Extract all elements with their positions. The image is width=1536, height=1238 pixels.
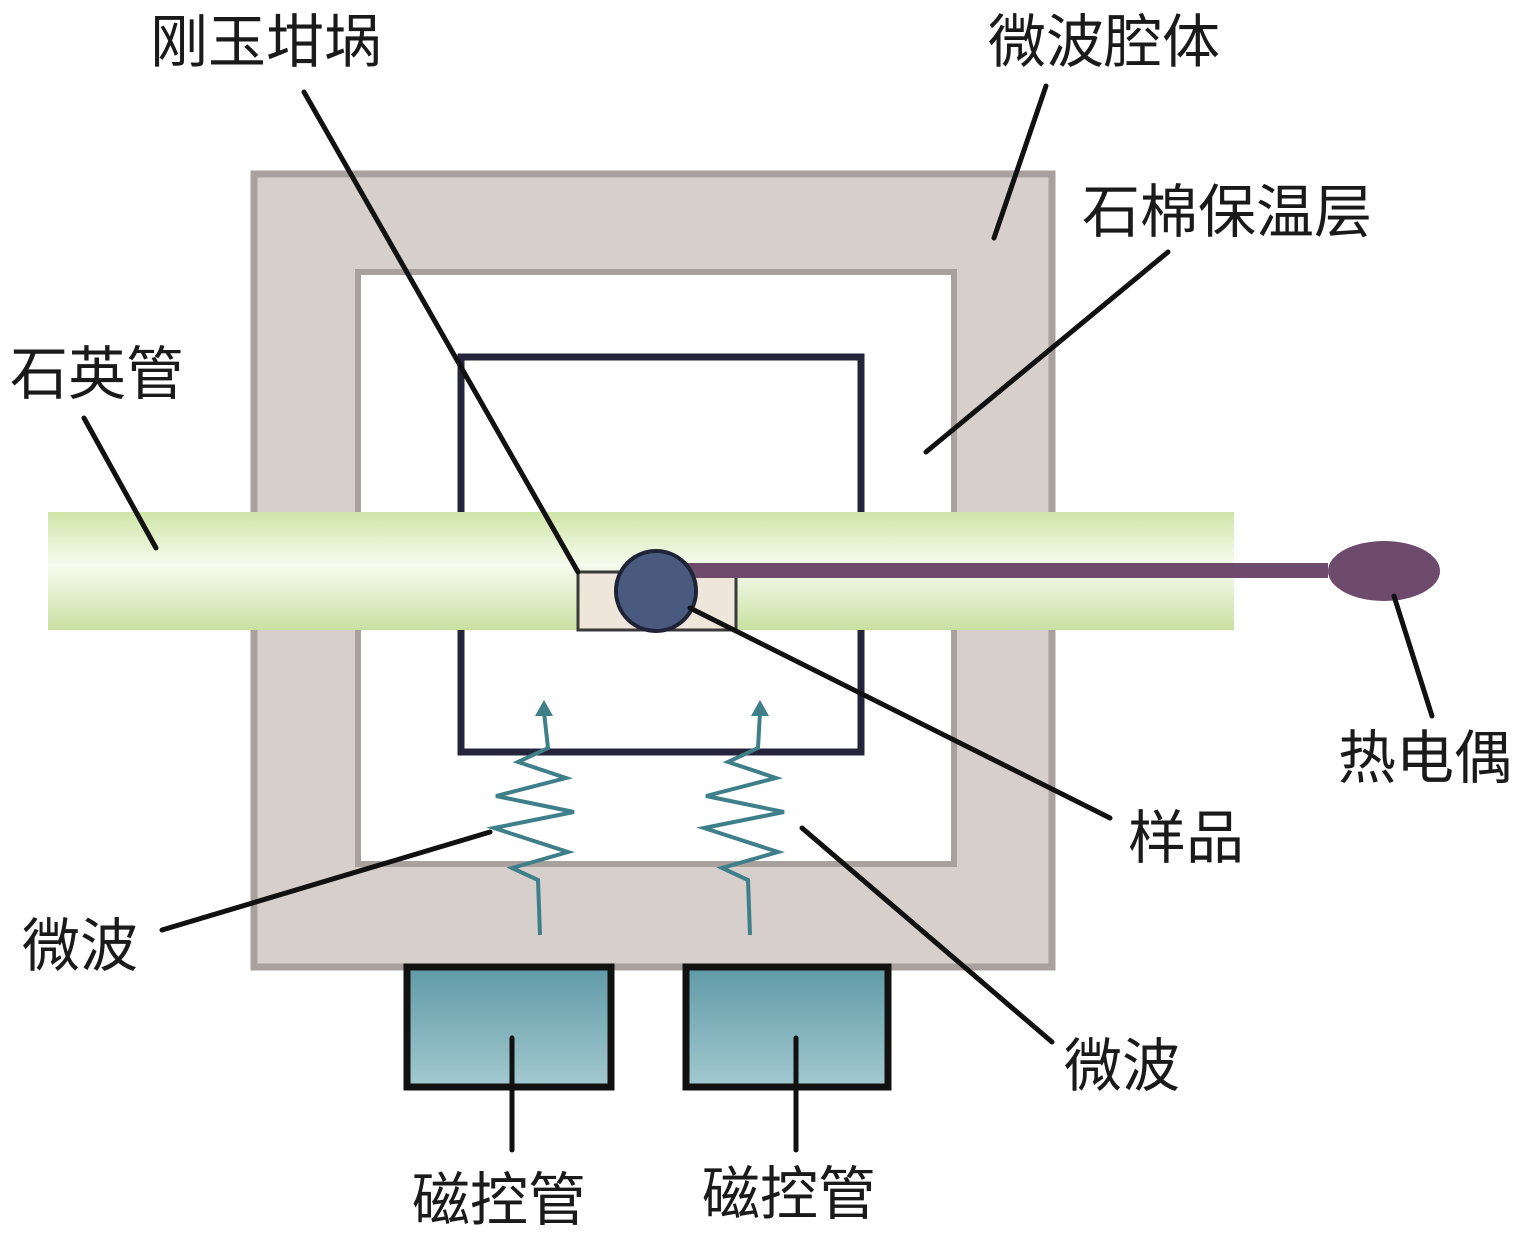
label-corundum-crucible: 刚玉坩埚 bbox=[150, 8, 382, 76]
label-asbestos-insulation: 石棉保温层 bbox=[1082, 178, 1372, 246]
label-microwave-right: 微波 bbox=[1064, 1032, 1180, 1100]
label-microwave-left: 微波 bbox=[22, 912, 138, 980]
leader-microwave-right bbox=[799, 825, 1055, 1045]
label-thermocouple: 热电偶 bbox=[1338, 724, 1512, 792]
thermocouple bbox=[680, 541, 1440, 601]
leader-microwave-cavity bbox=[991, 83, 1049, 241]
label-magnetron-right: 磁控管 bbox=[702, 1160, 876, 1228]
magnetron-right bbox=[682, 963, 892, 1091]
magnetron-left bbox=[403, 963, 615, 1091]
label-magnetron-left: 磁控管 bbox=[412, 1166, 586, 1234]
microwave-wave-right bbox=[696, 700, 785, 936]
leader-corundum-crucible bbox=[301, 89, 581, 575]
leader-microwave-left bbox=[159, 829, 493, 933]
leader-quartz-tube bbox=[81, 415, 159, 551]
label-microwave-cavity: 微波腔体 bbox=[988, 8, 1220, 76]
sample bbox=[614, 549, 698, 633]
leader-sample bbox=[687, 605, 1113, 821]
microwave-wave-left bbox=[486, 700, 575, 936]
leader-asbestos-insulation bbox=[923, 249, 1171, 455]
label-quartz-tube: 石英管 bbox=[10, 340, 184, 408]
label-sample: 样品 bbox=[1128, 804, 1244, 872]
leader-thermocouple bbox=[1391, 593, 1435, 719]
